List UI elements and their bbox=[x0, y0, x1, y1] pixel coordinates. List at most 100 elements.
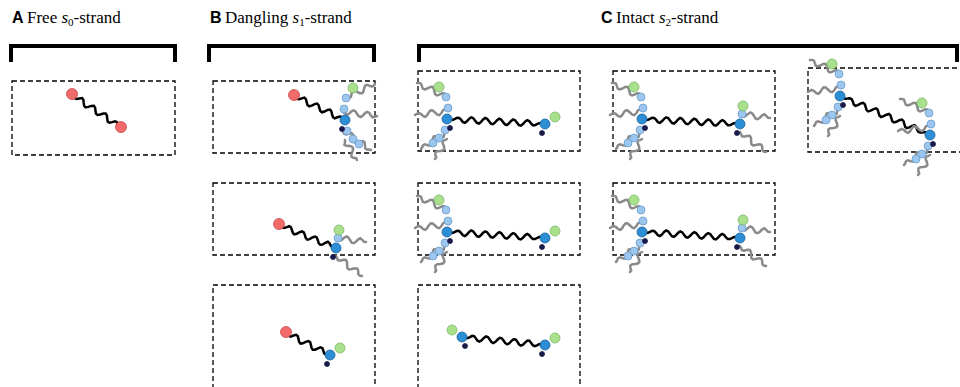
neighbor-bead bbox=[355, 140, 363, 148]
neighbor-strand bbox=[740, 246, 766, 266]
end-cap bbox=[827, 59, 837, 69]
neighbor-bead bbox=[822, 116, 830, 124]
crosslink-node bbox=[340, 115, 350, 125]
polymer-strand bbox=[642, 231, 740, 240]
polymer-strand bbox=[462, 336, 545, 346]
panel-frame bbox=[808, 68, 960, 152]
strands bbox=[67, 59, 936, 367]
end-cap bbox=[434, 82, 444, 92]
free-end bbox=[281, 327, 292, 338]
free-end bbox=[67, 89, 78, 100]
panel-letter: A bbox=[12, 10, 24, 26]
end-cap bbox=[738, 215, 748, 225]
neighbor-bead bbox=[442, 93, 450, 101]
panel-letter: B bbox=[210, 10, 222, 26]
neighbor-bead bbox=[925, 109, 933, 117]
polymer-strand bbox=[72, 95, 121, 127]
neighbor-bead bbox=[927, 120, 935, 128]
crosslink-node bbox=[540, 233, 550, 243]
end-cap bbox=[348, 83, 358, 93]
junction-anchor bbox=[448, 239, 453, 244]
polymer-strand bbox=[447, 231, 545, 240]
panel-frame bbox=[213, 285, 375, 387]
crosslink-node bbox=[457, 332, 467, 342]
neighbor-bead bbox=[639, 104, 647, 112]
neighbor-bead bbox=[637, 93, 645, 101]
panel-frames bbox=[12, 68, 960, 387]
neighbor-bead bbox=[912, 155, 920, 163]
crosslink-node bbox=[637, 227, 647, 237]
neighbor-bead bbox=[639, 217, 647, 225]
polymer-strand bbox=[294, 96, 345, 120]
crosslink-node bbox=[540, 119, 550, 129]
end-cap bbox=[335, 343, 345, 353]
crosslink-node bbox=[637, 114, 647, 124]
panel-title: Free s0-strand bbox=[27, 9, 121, 28]
junction-anchor bbox=[841, 103, 846, 108]
crosslink-node bbox=[442, 114, 452, 124]
junction-anchor bbox=[540, 131, 545, 136]
neighbor-bead bbox=[624, 139, 632, 147]
end-cap bbox=[334, 225, 344, 235]
crosslink-node bbox=[442, 227, 452, 237]
end-cap bbox=[550, 226, 560, 236]
neighbor-bead bbox=[444, 104, 452, 112]
crosslink-node bbox=[735, 233, 745, 243]
end-cap bbox=[629, 82, 639, 92]
neighbor-strand bbox=[740, 132, 766, 152]
polymer-strand bbox=[642, 117, 740, 125]
end-cap bbox=[917, 98, 927, 108]
neighbor-bead bbox=[835, 70, 843, 78]
junction-anchor bbox=[643, 126, 648, 131]
end-cap bbox=[434, 195, 444, 205]
bracket-b bbox=[209, 46, 374, 62]
junction-anchor bbox=[540, 352, 545, 357]
neighbor-bead bbox=[442, 206, 450, 214]
polymer-strand bbox=[447, 117, 545, 125]
neighbor-bead bbox=[837, 81, 845, 89]
crosslink-node bbox=[735, 119, 745, 129]
neighbor-bead bbox=[429, 252, 437, 260]
junction-anchor bbox=[735, 245, 740, 250]
neighbor-bead bbox=[624, 252, 632, 260]
crosslink-node bbox=[325, 350, 335, 360]
junction-anchor bbox=[931, 142, 936, 147]
neighbor-bead bbox=[637, 206, 645, 214]
panel-frame bbox=[213, 81, 375, 153]
neighbor-bead bbox=[342, 94, 350, 102]
crosslink-node bbox=[331, 243, 341, 253]
crosslink-node bbox=[925, 130, 935, 140]
end-cap bbox=[550, 333, 560, 343]
junction-anchor bbox=[643, 239, 648, 244]
section-bracket bbox=[11, 46, 957, 62]
neighbor-bead bbox=[429, 139, 437, 147]
junction-anchor bbox=[340, 127, 345, 132]
neighbor-strand bbox=[336, 256, 362, 276]
neighbor-bead bbox=[340, 105, 348, 113]
junction-anchor bbox=[325, 362, 330, 367]
bracket-a bbox=[11, 46, 175, 62]
crosslink-node bbox=[540, 340, 550, 350]
end-cap bbox=[629, 195, 639, 205]
end-cap bbox=[447, 325, 457, 335]
end-cap bbox=[738, 101, 748, 111]
free-end bbox=[274, 219, 285, 230]
neighbor-bead bbox=[444, 217, 452, 225]
panel-frame bbox=[213, 183, 375, 255]
bracket-c bbox=[419, 46, 957, 62]
junction-anchor bbox=[540, 245, 545, 250]
junction-anchor bbox=[463, 344, 468, 349]
panel-frame bbox=[613, 183, 775, 255]
free-end bbox=[116, 122, 127, 133]
junction-anchor bbox=[735, 131, 740, 136]
panel-title: Intact s2-strand bbox=[616, 9, 718, 28]
panel-letter: C bbox=[601, 10, 613, 26]
polymer-strand bbox=[279, 225, 336, 248]
junction-anchor bbox=[448, 126, 453, 131]
panel-frame bbox=[12, 81, 175, 155]
crosslink-node bbox=[835, 91, 845, 101]
panel-title: Dangling s1-strand bbox=[225, 9, 352, 28]
end-cap bbox=[550, 112, 560, 122]
panel-frame bbox=[418, 285, 580, 387]
